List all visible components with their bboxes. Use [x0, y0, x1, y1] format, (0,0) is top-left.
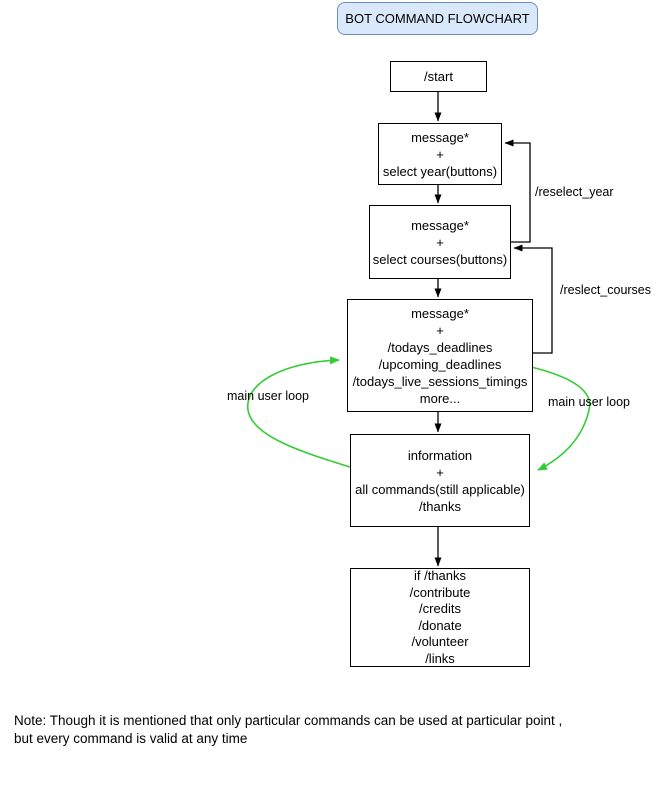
- page-title: BOT COMMAND FLOWCHART: [345, 11, 530, 26]
- node-start-label: /start: [424, 69, 453, 84]
- node-select-courses: message* + select courses(buttons): [369, 205, 511, 279]
- node-deadlines: message* + /todays_deadlines /upcoming_d…: [347, 299, 533, 412]
- node-line: +: [436, 146, 444, 162]
- green-loop-right: [530, 366, 591, 471]
- node-line: /upcoming_deadlines: [378, 356, 502, 372]
- node-line: +: [436, 322, 444, 338]
- node-line: select year(buttons): [382, 163, 498, 179]
- node-line: information: [407, 447, 473, 463]
- footnote-line-1: Note: Though it is mentioned that only p…: [14, 713, 563, 728]
- edge-label-reselect-year: /reselect_year: [535, 185, 614, 199]
- node-line: all commands(still applicable): [355, 481, 525, 497]
- node-line: /thanks: [419, 498, 461, 514]
- node-line: +: [436, 234, 444, 250]
- green-loop-left: [247, 356, 351, 468]
- node-line: /todays_live_sessions_timings: [352, 373, 528, 389]
- arrow-reselect-year: [504, 139, 531, 243]
- node-line: message*: [411, 129, 469, 145]
- node-select-year: message* + select year(buttons): [378, 123, 502, 185]
- edge-label-main-user-loop-right: main user loop: [548, 395, 630, 409]
- footnote: Note: Though it is mentioned that only p…: [14, 712, 634, 748]
- node-line: /donate: [418, 617, 462, 633]
- node-line: more...: [419, 390, 461, 406]
- node-line: message*: [411, 305, 469, 321]
- footnote-line-2: but every command is valid at any time: [14, 731, 248, 746]
- node-line: if /thanks: [413, 568, 467, 583]
- node-line: select courses(buttons): [372, 251, 508, 267]
- node-line: /contribute: [409, 584, 471, 600]
- node-thanks: if /thanks /contribute /credits /donate …: [350, 568, 530, 667]
- node-line: /volunteer: [411, 634, 469, 649]
- node-start: /start: [390, 61, 487, 92]
- node-line: message*: [411, 217, 469, 233]
- node-information: information + all commands(still applica…: [350, 434, 530, 527]
- node-line: +: [436, 464, 444, 480]
- node-line: /links: [425, 650, 455, 666]
- edge-label-main-user-loop-left: main user loop: [227, 389, 309, 403]
- arrow-reslect-courses: [513, 244, 553, 354]
- edge-label-reslect-courses: /reslect_courses: [560, 283, 652, 297]
- node-line: /todays_deadlines: [387, 339, 493, 355]
- node-line: /credits: [419, 601, 461, 616]
- title-box: BOT COMMAND FLOWCHART: [337, 2, 538, 35]
